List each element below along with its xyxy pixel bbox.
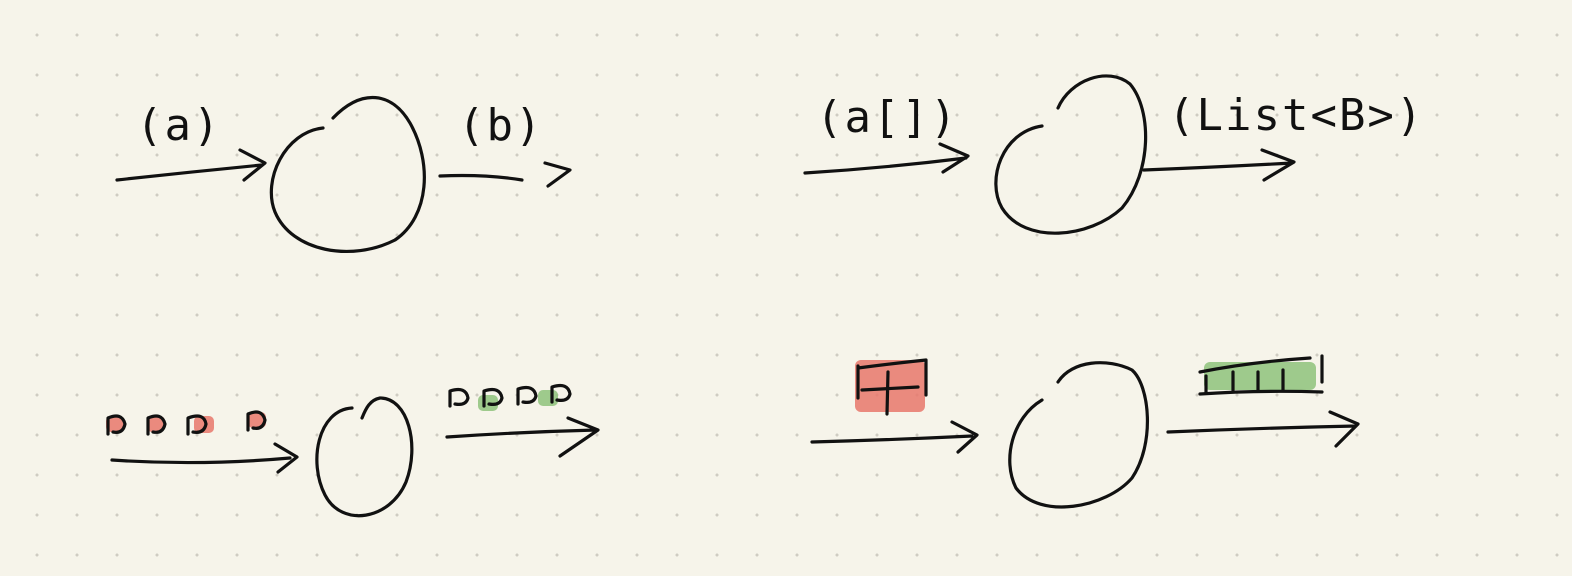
grid-highlight: [855, 360, 925, 412]
panel-scalar: (a) (b): [115, 95, 572, 253]
input-item: [146, 414, 167, 436]
function-circle: [1008, 361, 1149, 509]
input-items: [106, 410, 267, 436]
input-item-highlight: [147, 416, 165, 432]
panel-array-to-list: (a[]) (List<B>): [803, 74, 1424, 235]
output-arrow: [1142, 148, 1296, 182]
input-item: [246, 410, 267, 432]
input-label-a: (a): [136, 100, 221, 151]
output-arrow: [445, 416, 600, 458]
input-label-array: (a[]): [816, 92, 958, 143]
output-arrow: [438, 161, 572, 188]
output-item-highlight: [538, 390, 558, 406]
grid-outline: [856, 358, 928, 416]
output-arrow: [1166, 410, 1360, 448]
input-arrow: [810, 420, 979, 454]
input-arrow: [110, 442, 299, 474]
function-circle: [269, 95, 426, 253]
input-item: [186, 414, 208, 436]
input-item-highlight: [106, 416, 124, 432]
function-circle: [994, 74, 1148, 235]
function-circle: [315, 396, 414, 518]
input-grid: [855, 358, 928, 416]
list-outline: [1198, 354, 1324, 396]
list-highlight: [1204, 362, 1316, 390]
output-items: [448, 383, 572, 411]
output-item: [482, 387, 504, 408]
input-item-highlight: [194, 416, 214, 433]
panel-collection: [810, 354, 1360, 509]
input-arrow: [803, 142, 970, 175]
panel-stream: [106, 383, 600, 518]
input-item: [106, 414, 127, 436]
output-label-list: (List<B>): [1168, 90, 1424, 141]
output-item: [516, 385, 538, 406]
output-item: [550, 383, 572, 404]
output-list: [1198, 354, 1324, 396]
input-arrow: [115, 148, 267, 182]
output-item: [448, 387, 470, 408]
output-label-b: (b): [458, 100, 543, 151]
